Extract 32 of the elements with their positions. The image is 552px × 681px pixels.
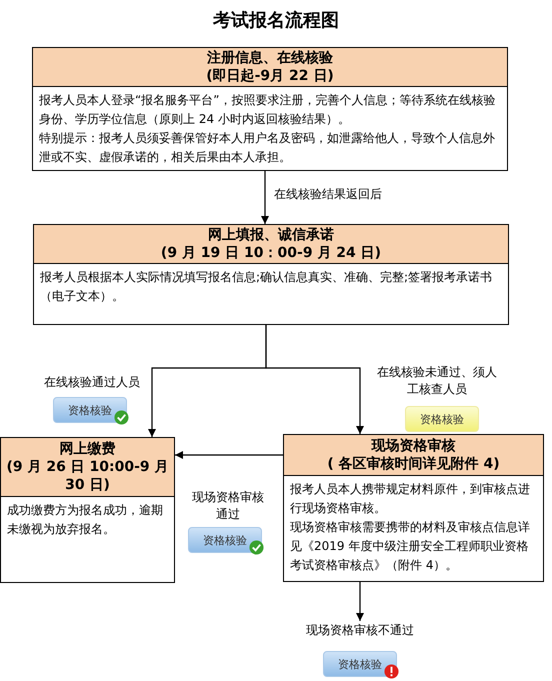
- stage-heading: (9 月 19 日 10：00-9 月 24 日): [160, 244, 382, 262]
- stage-heading: 注册信息、在线核验: [206, 49, 334, 67]
- arrow: [175, 451, 283, 459]
- badge-text: 资格核验: [338, 657, 382, 672]
- badge-text: 资格核验: [420, 412, 464, 427]
- stage-heading: (即日起-9月 22 日): [205, 67, 335, 85]
- process-box: [32, 47, 508, 171]
- stage-description: 现场资格审核需要携带的材料及审核点信息详见《2019 年度中级注册安全工程师职业资格考试资格审核点》（附件 4）。: [290, 519, 531, 574]
- arrow: [356, 582, 364, 621]
- arrow: [261, 171, 269, 224]
- stage-heading: 网上填报、诚信承诺: [207, 226, 335, 244]
- stage-description: 报考人员本人登录“报名服务平台”，按照要求注册，完善个人信息；等待系统在线核验身份、学历学位信息（原则上 24 小时内返回核验结果）。: [39, 92, 496, 128]
- stage-heading: 现场资格审核: [370, 437, 456, 455]
- arrow: [265, 325, 364, 434]
- diagram-title: 考试报名流程图: [212, 9, 340, 32]
- note-text: 现场资格审核通过: [191, 489, 265, 523]
- badge-text: 资格核验: [203, 533, 247, 548]
- stage-heading: (9 月 26 日 10:00-9 月 30 日): [5, 458, 170, 494]
- note-text: 在线核验通过人员: [43, 374, 141, 391]
- note-text: 在线核验未通过、须人工核查人员: [376, 364, 498, 398]
- stage-heading: 网上缴费: [58, 440, 116, 458]
- badge-text: 资格核验: [68, 403, 112, 418]
- result-text: 现场资格审核不通过: [290, 622, 430, 642]
- process-box: [283, 434, 544, 582]
- process-box: [33, 224, 509, 325]
- stage-description: 报考人员本人携带规定材料原件，到审核点进行现场资格审核。: [290, 481, 531, 517]
- stage-description: 成功缴费方为报名成功，逾期未缴视为放弃报名。: [7, 502, 164, 538]
- edge-label: 在线核验结果返回后: [272, 186, 384, 203]
- process-box: [0, 437, 175, 583]
- stage-description: 报考人员根据本人实际情况填写报名信息;确认信息真实、准确、完整;签署报考承诺书（电子文本）。: [40, 269, 494, 305]
- stage-description: 特别提示：报考人员须妥善保管好本人用户名及密码，如泄露给他人，导致个人信息外泄或不实、虚假承诺的，相关后果由本人承担。: [39, 130, 496, 166]
- stage-heading: ( 各区审核时间详见附件 4): [326, 455, 501, 473]
